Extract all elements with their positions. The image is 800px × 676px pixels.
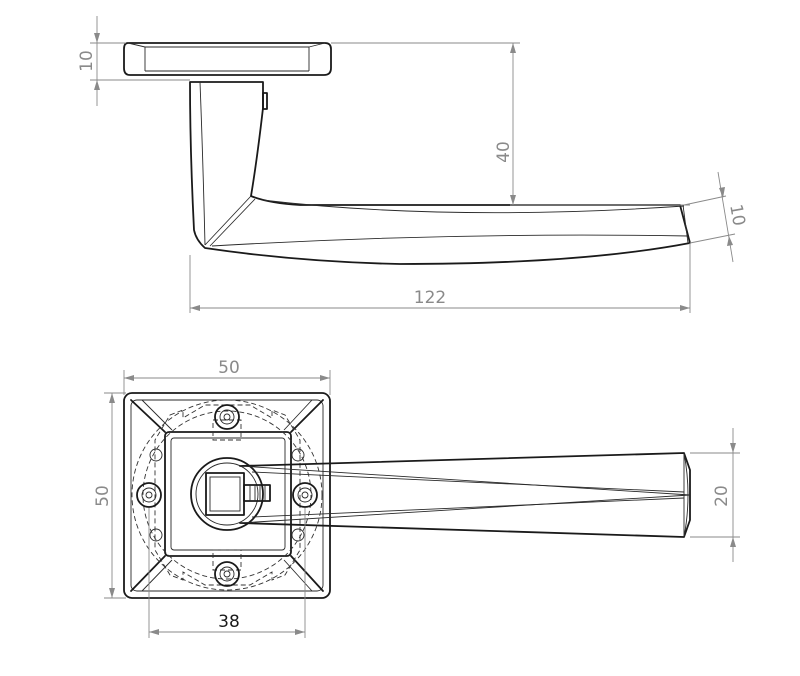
dim-side-rose-height-label: 10 bbox=[77, 50, 97, 72]
top-view: 50 50 20 38 bbox=[93, 358, 740, 638]
grub-screw bbox=[243, 484, 271, 502]
set-screw bbox=[262, 92, 268, 110]
dim-fixing-spacing: 38 bbox=[148, 508, 306, 638]
dim-total-length-label: 122 bbox=[414, 288, 446, 308]
side-view: 10 40 10 122 bbox=[77, 16, 749, 313]
dim-lever-drop: 40 bbox=[331, 42, 690, 206]
dim-top-rose-height-label: 50 bbox=[93, 485, 113, 507]
hole-bottom bbox=[214, 561, 240, 587]
hole-top bbox=[214, 404, 240, 430]
dim-side-rose-height: 10 bbox=[77, 16, 190, 106]
hole-left bbox=[136, 482, 162, 508]
dim-top-rose-width: 50 bbox=[123, 358, 331, 395]
top-rose bbox=[123, 392, 331, 599]
dim-fixing-spacing-label: 38 bbox=[218, 612, 240, 632]
dim-tip-thickness-label: 10 bbox=[725, 203, 748, 228]
dim-lever-drop-label: 40 bbox=[494, 141, 514, 163]
top-lever bbox=[239, 452, 691, 538]
dim-top-rose-width-label: 50 bbox=[218, 358, 240, 378]
dim-top-rose-height: 50 bbox=[93, 392, 126, 599]
hole-right bbox=[292, 482, 318, 508]
dim-tip-width: 20 bbox=[690, 428, 740, 562]
dim-tip-thickness: 10 bbox=[683, 171, 749, 263]
side-lever bbox=[189, 81, 691, 265]
fixing-holes bbox=[136, 404, 318, 587]
spindle-boss bbox=[190, 457, 271, 531]
dim-total-length: 122 bbox=[189, 243, 691, 313]
dim-tip-width-label: 20 bbox=[712, 485, 732, 507]
side-rose-plate bbox=[123, 42, 332, 76]
